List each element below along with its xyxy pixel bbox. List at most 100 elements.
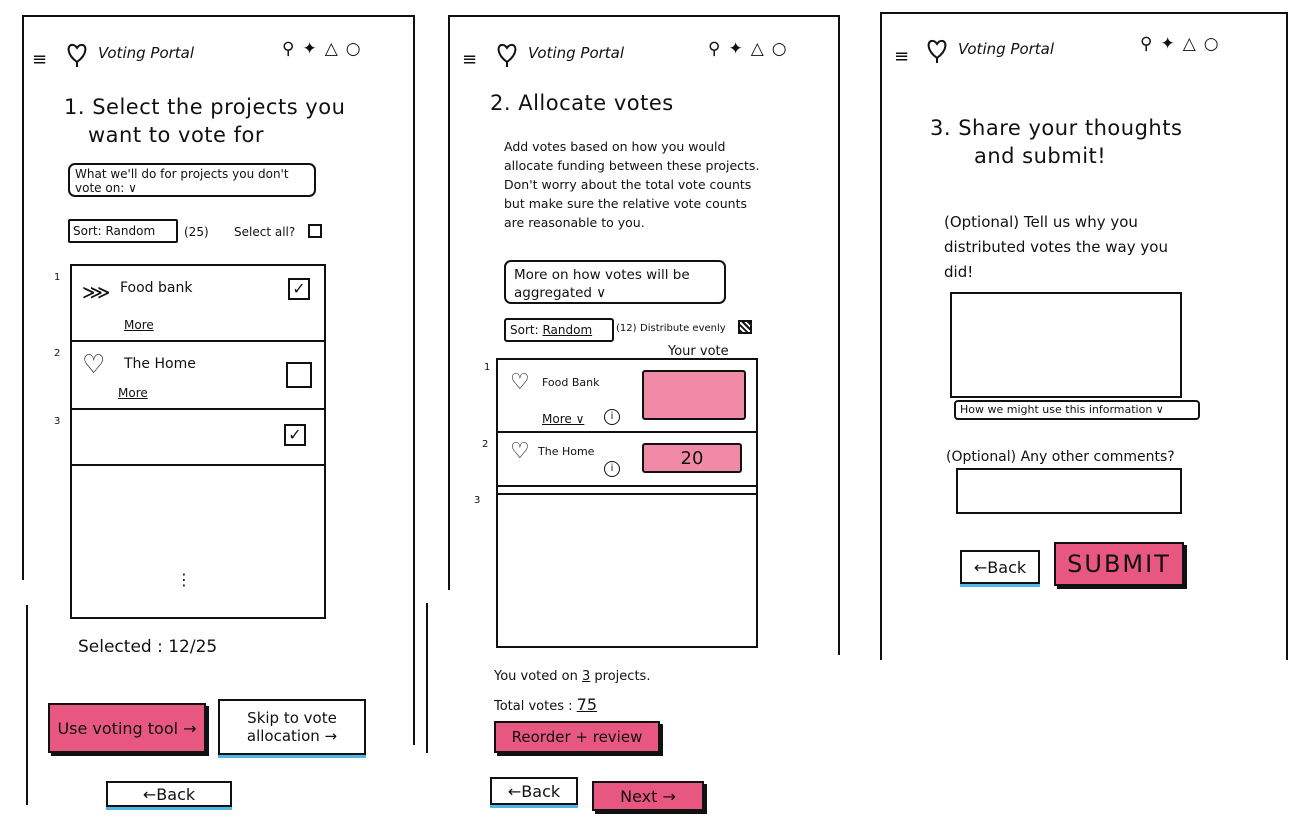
circle-icon[interactable]: ○ <box>345 39 361 59</box>
project-row[interactable]: 3 ✓ <box>54 410 324 466</box>
back-button-label: ←Back <box>507 781 561 801</box>
skip-to-vote-allocation-button[interactable]: Skip to vote allocation → <box>218 699 366 755</box>
star-icon[interactable]: ✦ <box>302 39 317 59</box>
panel-border-left <box>880 12 882 660</box>
info-icon[interactable]: i <box>604 409 620 425</box>
step-title-line2: want to vote for <box>88 123 264 147</box>
step-title-line1: 3. Share your thoughts <box>930 116 1183 140</box>
panel-border-top <box>22 15 414 17</box>
use-voting-tool-label: Use voting tool → <box>57 718 197 738</box>
select-all-label: Select all? <box>234 225 296 239</box>
info-icon-glyph: i <box>610 411 614 422</box>
comments-textarea[interactable] <box>956 468 1182 514</box>
panel-border-left <box>448 15 450 590</box>
project-more-link[interactable]: More <box>124 318 154 332</box>
project-count: (25) <box>184 225 209 239</box>
step-title: 3. Share your thoughts and submit! <box>930 114 1182 170</box>
panel-border-right <box>1286 12 1288 660</box>
panel-border-left-lower <box>26 605 28 805</box>
next-button[interactable]: Next → <box>592 781 704 811</box>
step-title: 1. Select the projects you want to vote … <box>64 93 345 149</box>
project-name: Food Bank <box>542 376 600 389</box>
triangle-icon[interactable]: △ <box>750 39 764 59</box>
app-header: ≡ Voting Portal ⚲ ✦ △ ○ <box>440 35 850 75</box>
search-icon[interactable]: ⚲ <box>708 39 721 59</box>
project-list: 1 ⋙ Food bank More ✓ 2 ♡ The Home More 3… <box>54 264 326 619</box>
star-icon[interactable]: ✦ <box>1160 34 1175 54</box>
project-checkbox[interactable]: ✓ <box>288 278 310 300</box>
sort-dropdown[interactable]: Sort: Random <box>504 318 614 342</box>
header-icons: ⚲ ✦ △ ○ <box>282 39 361 59</box>
panel-border-top <box>448 15 840 17</box>
voted-count: 3 <box>582 669 591 684</box>
app-title: Voting Portal <box>98 44 195 62</box>
panel-allocate-votes: ≡ Voting Portal ⚲ ✦ △ ○ 2. Allocate vote… <box>426 15 850 825</box>
vote-list: 1 ♡ Food Bank More ∨ i 2 ♡ The Home i 20… <box>474 358 758 648</box>
total-value: 75 <box>576 695 598 714</box>
search-icon[interactable]: ⚲ <box>282 39 295 59</box>
project-row[interactable]: 2 ♡ The Home More <box>54 342 324 410</box>
heart-logo-icon <box>927 39 947 63</box>
hamburger-menu-icon[interactable]: ≡ <box>894 46 910 67</box>
row-number: 3 <box>54 416 61 427</box>
reorder-review-button[interactable]: Reorder + review <box>494 721 660 753</box>
voted-prefix: You voted on <box>494 669 578 684</box>
voted-suffix: projects. <box>594 669 651 684</box>
skip-label-line1: Skip to vote <box>247 709 337 727</box>
app-header: ≡ Voting Portal ⚲ ✦ △ ○ <box>20 35 420 75</box>
food-bank-icon: ⋙ <box>82 280 111 304</box>
project-more-link[interactable]: More ∨ <box>542 412 585 426</box>
project-name: The Home <box>538 445 595 458</box>
reason-textarea[interactable] <box>950 292 1182 398</box>
vote-input[interactable]: 20 <box>642 443 742 473</box>
back-button[interactable]: ←Back <box>960 550 1040 584</box>
distribute-evenly-label: Distribute evenly <box>640 323 726 334</box>
panel-border-right <box>413 15 415 745</box>
star-icon[interactable]: ✦ <box>728 39 743 59</box>
aggregation-dropdown[interactable]: More on how votes will be aggregated ∨ <box>504 260 726 304</box>
reason-question: (Optional) Tell us why you distributed v… <box>944 213 1168 281</box>
step-title: 2. Allocate votes <box>490 91 674 115</box>
distribute-evenly-checkbox[interactable] <box>738 320 752 334</box>
triangle-icon[interactable]: △ <box>324 39 338 59</box>
back-button-label: ←Back <box>142 784 196 804</box>
header-icons: ⚲ ✦ △ ○ <box>1140 34 1219 54</box>
project-more-link[interactable]: More <box>118 386 148 400</box>
project-name: Food bank <box>120 280 193 296</box>
back-button-label: ←Back <box>973 557 1027 577</box>
info-usage-dropdown[interactable]: How we might use this information ∨ <box>954 400 1200 420</box>
allocation-description: Add votes based on how you would allocat… <box>504 139 760 230</box>
vote-row: 3 <box>474 487 756 506</box>
project-row[interactable]: 1 ⋙ Food bank More ✓ <box>54 266 324 342</box>
vote-input[interactable] <box>642 370 746 420</box>
panel-select-projects: ≡ Voting Portal ⚲ ✦ △ ○ 1. Select the pr… <box>20 15 420 815</box>
no-vote-dropdown-label: What we'll do for projects you don't vot… <box>75 167 289 195</box>
back-button[interactable]: ←Back <box>490 777 578 805</box>
no-vote-dropdown[interactable]: What we'll do for projects you don't vot… <box>68 163 316 197</box>
back-button[interactable]: ←Back <box>106 781 232 807</box>
app-title: Voting Portal <box>958 40 1055 58</box>
project-checkbox[interactable] <box>286 362 312 388</box>
circle-icon[interactable]: ○ <box>771 39 787 59</box>
row-number: 2 <box>482 439 489 450</box>
step-title-line1: 1. Select the projects you <box>64 95 346 119</box>
vote-row: 2 ♡ The Home i 20 <box>482 433 756 487</box>
submit-button[interactable]: SUBMIT <box>1054 542 1184 586</box>
hamburger-menu-icon[interactable]: ≡ <box>462 49 478 70</box>
info-icon[interactable]: i <box>604 461 620 477</box>
app-header: ≡ Voting Portal ⚲ ✦ △ ○ <box>876 32 1296 72</box>
triangle-icon[interactable]: △ <box>1182 34 1196 54</box>
sort-dropdown[interactable]: Sort: Random <box>68 219 178 243</box>
panel-border-left-lower <box>426 603 428 753</box>
heart-icon: ♡ <box>510 439 530 464</box>
row-number: 1 <box>484 362 491 373</box>
search-icon[interactable]: ⚲ <box>1140 34 1153 54</box>
circle-icon[interactable]: ○ <box>1203 34 1219 54</box>
project-count: (12) <box>616 323 637 334</box>
panel-border-right <box>838 15 840 655</box>
submit-button-label: SUBMIT <box>1067 550 1171 578</box>
hamburger-menu-icon[interactable]: ≡ <box>32 49 48 70</box>
use-voting-tool-button[interactable]: Use voting tool → <box>48 703 206 753</box>
project-checkbox[interactable]: ✓ <box>284 424 306 446</box>
select-all-checkbox[interactable] <box>308 224 322 238</box>
